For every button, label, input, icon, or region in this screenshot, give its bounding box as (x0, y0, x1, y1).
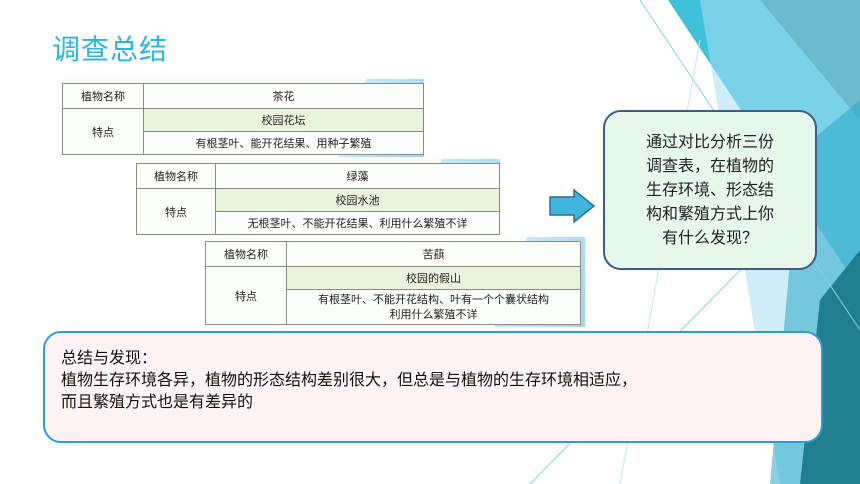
survey-table-1: 植物名称 茶花 特点 校园花坛 有根茎叶、能开花结果、用种子繁殖 (62, 83, 424, 155)
traits-cell: 有根茎叶、能开花结果、用种子繁殖 (143, 131, 424, 155)
habitat-cell: 校园花坛 (143, 108, 424, 132)
survey-table-1-card: 植物名称 茶花 特点 校园花坛 有根茎叶、能开花结果、用种子繁殖 (62, 79, 424, 157)
name-label: 植物名称 (136, 163, 216, 189)
survey-table-2-card: 植物名称 绿藻 特点 校园水池 无根茎叶、不能开花结果、利用什么繁殖不详 (136, 159, 500, 235)
traits-line-2: 利用什么繁殖不详 (389, 308, 478, 321)
plant-name: 苦蕻 (286, 241, 581, 267)
survey-table-3-card: 植物名称 苦蕻 特点 校园的假山 有根茎叶、不能开花结构、叶有一个个囊状结构 利… (205, 237, 585, 327)
question-callout: 通过对比分析三份 调查表，在植物的 生存环境、形态结 构和繁殖方式上你 有什么发… (603, 110, 817, 270)
traits-line-1: 有根茎叶、不能开花结构、叶有一个个囊状结构 (318, 293, 549, 306)
summary-line-1: 植物生存环境各异，植物的形态结构差别很大，但总是与植物的生存环境相适应， (61, 370, 638, 389)
trait-label: 特点 (62, 108, 144, 155)
callout-line-4: 构和繁殖方式上你 (645, 204, 774, 223)
habitat-cell: 校园的假山 (286, 266, 581, 290)
traits-cell: 有根茎叶、不能开花结构、叶有一个个囊状结构 利用什么繁殖不详 (286, 289, 581, 325)
summary-line-2: 而且繁殖方式也是有差异的 (61, 392, 254, 411)
summary-heading: 总结与发现： (61, 348, 158, 367)
survey-table-2: 植物名称 绿藻 特点 校园水池 无根茎叶、不能开花结果、利用什么繁殖不详 (136, 163, 500, 235)
plant-name: 绿藻 (215, 163, 500, 189)
slide-title: 调查总结 (52, 33, 169, 66)
callout-line-3: 生存环境、形态结 (645, 180, 774, 199)
plant-name: 茶花 (143, 83, 424, 109)
callout-line-2: 调查表，在植物的 (645, 156, 774, 175)
trait-label: 特点 (205, 266, 287, 325)
callout-line-5: 有什么发现？ (661, 228, 758, 247)
trait-label: 特点 (136, 188, 216, 235)
name-label: 植物名称 (205, 241, 287, 267)
summary-box: 总结与发现： 植物生存环境各异，植物的形态结构差别很大，但总是与植物的生存环境相… (43, 331, 823, 443)
right-arrow-icon (549, 188, 596, 224)
name-label: 植物名称 (62, 83, 144, 109)
callout-line-1: 通过对比分析三份 (645, 132, 774, 151)
traits-cell: 无根茎叶、不能开花结果、利用什么繁殖不详 (215, 211, 500, 235)
habitat-cell: 校园水池 (215, 188, 500, 212)
survey-table-3: 植物名称 苦蕻 特点 校园的假山 有根茎叶、不能开花结构、叶有一个个囊状结构 利… (205, 241, 581, 325)
